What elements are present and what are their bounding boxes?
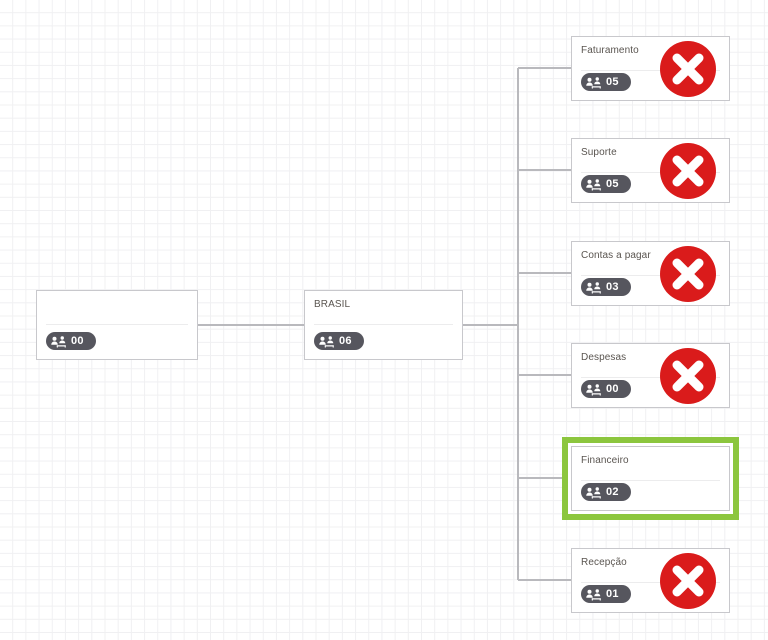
node-divider [581, 480, 720, 481]
node-divider [581, 275, 720, 276]
node-title: Contas a pagar [581, 250, 651, 261]
node-title: Recepção [581, 557, 627, 568]
node-title: Faturamento [581, 45, 639, 56]
member-count-value: 06 [339, 334, 352, 347]
node-faturamento[interactable]: Faturamento 05 [571, 36, 730, 101]
node-divider [581, 172, 720, 173]
member-count-value: 05 [606, 177, 619, 190]
node-despesas[interactable]: Despesas 00 [571, 343, 730, 408]
member-count-badge[interactable]: 05 [581, 175, 631, 193]
people-group-icon [586, 383, 601, 396]
node-divider [581, 582, 720, 583]
root-node[interactable]: 00 [36, 290, 198, 360]
people-group-icon [586, 76, 601, 89]
member-count-value: 05 [606, 75, 619, 88]
people-group-icon [586, 588, 601, 601]
node-divider [581, 377, 720, 378]
node-divider [46, 324, 188, 325]
error-x-circle-icon[interactable] [659, 40, 717, 98]
node-suporte[interactable]: Suporte 05 [571, 138, 730, 203]
member-count-value: 02 [606, 485, 619, 498]
error-x-circle-icon[interactable] [659, 347, 717, 405]
error-x-circle-icon[interactable] [659, 245, 717, 303]
member-count-badge[interactable]: 01 [581, 585, 631, 603]
node-title: BRASIL [314, 299, 351, 310]
node-title: Financeiro [581, 455, 629, 466]
node-title: Suporte [581, 147, 617, 158]
member-count-badge[interactable]: 03 [581, 278, 631, 296]
member-count-badge[interactable]: 06 [314, 332, 364, 350]
people-group-icon [586, 281, 601, 294]
node-divider [314, 324, 453, 325]
node-brasil[interactable]: BRASIL 06 [304, 290, 463, 360]
member-count-value: 01 [606, 587, 619, 600]
member-count-value: 00 [606, 382, 619, 395]
member-count-badge[interactable]: 00 [46, 332, 96, 350]
member-count-badge[interactable]: 00 [581, 380, 631, 398]
member-count-value: 00 [71, 334, 84, 347]
people-group-icon [319, 335, 334, 348]
member-count-value: 03 [606, 280, 619, 293]
node-recepcao[interactable]: Recepção 01 [571, 548, 730, 613]
member-count-badge[interactable]: 02 [581, 483, 631, 501]
node-divider [581, 70, 720, 71]
people-group-icon [586, 178, 601, 191]
member-count-badge[interactable]: 05 [581, 73, 631, 91]
node-contas-a-pagar[interactable]: Contas a pagar 03 [571, 241, 730, 306]
people-group-icon [51, 335, 66, 348]
node-financeiro[interactable]: Financeiro 02 [571, 446, 730, 511]
people-group-icon [586, 486, 601, 499]
error-x-circle-icon[interactable] [659, 142, 717, 200]
error-x-circle-icon[interactable] [659, 552, 717, 610]
node-title: Despesas [581, 352, 627, 363]
